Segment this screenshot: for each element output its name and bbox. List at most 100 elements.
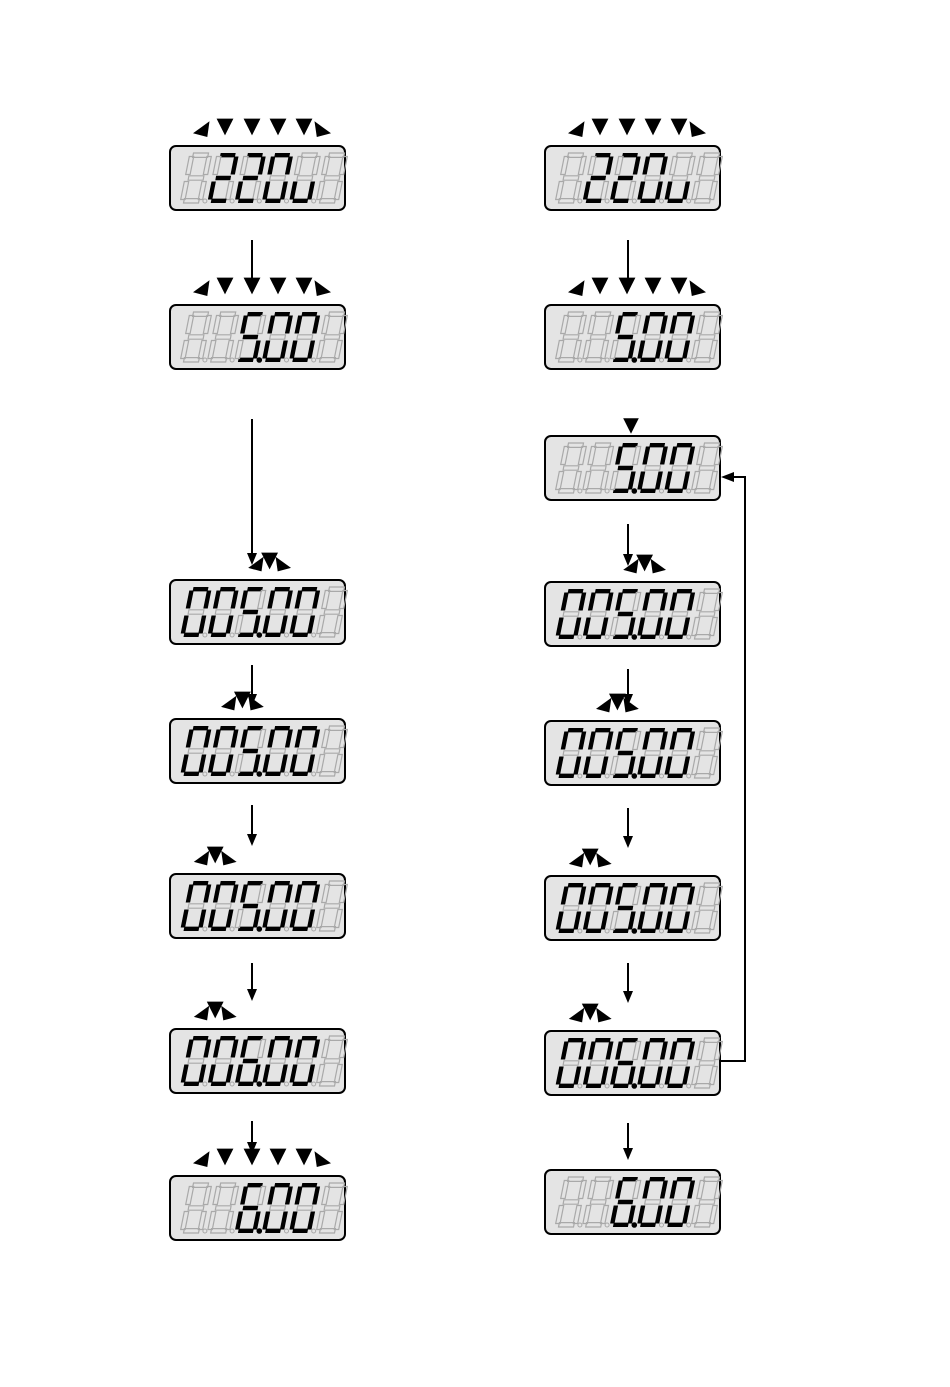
blink-indicator-triangle: [569, 1008, 584, 1023]
segment-lit: [640, 199, 656, 203]
segment-lit: [622, 1038, 638, 1042]
decimal-point-lit: [632, 1222, 638, 1228]
segment-lit: [265, 927, 281, 931]
segment-lit: [247, 312, 263, 316]
segment-lit: [265, 1082, 281, 1086]
blink-indicator-triangle: [207, 847, 224, 864]
segment-lit: [640, 1223, 656, 1227]
segment-lit: [667, 199, 683, 203]
decimal-point-lit: [257, 1228, 263, 1234]
segment-lit: [301, 1036, 317, 1040]
blink-indicator-triangle: [296, 278, 313, 295]
blink-indicator-triangle: [217, 1149, 234, 1166]
blink-indicator-triangle: [596, 698, 611, 713]
segment-lit: [586, 929, 602, 933]
segment-lit: [618, 466, 634, 470]
lcd-display-R8: [545, 1170, 722, 1234]
segment-lit: [613, 635, 629, 639]
segment-lit: [274, 1183, 290, 1187]
blink-indicator-triangle: [234, 692, 251, 709]
segment-lit: [184, 633, 200, 637]
segment-lit: [613, 199, 629, 203]
segment-lit: [184, 1082, 200, 1086]
blink-indicator-triangle: [221, 1006, 236, 1021]
segment-lit: [274, 726, 290, 730]
segment-lit: [292, 1229, 308, 1233]
blink-indicator-triangle: [690, 280, 707, 296]
decimal-point-lit: [257, 632, 263, 638]
segment-lit: [243, 176, 259, 180]
segment-lit: [301, 587, 317, 591]
segment-lit: [184, 927, 200, 931]
decimal-point-lit: [632, 1083, 638, 1089]
blink-indicator-triangle: [609, 694, 626, 711]
decimal-point-lit: [257, 357, 263, 363]
segment-lit: [676, 589, 692, 593]
segment-lit: [622, 883, 638, 887]
segment-lit: [265, 358, 281, 362]
decimal-point-lit: [257, 771, 263, 777]
blink-indicator-triangle: [276, 557, 291, 572]
flow-arrow-head: [247, 834, 257, 846]
segment-lit: [559, 929, 575, 933]
lcd-display-R2: [545, 305, 722, 369]
segment-lit: [238, 199, 254, 203]
segment-lit: [586, 774, 602, 778]
segment-lit: [622, 589, 638, 593]
segment-lit: [243, 1059, 259, 1063]
segment-lit: [184, 772, 200, 776]
segment-lit: [613, 929, 629, 933]
segment-lit: [247, 587, 263, 591]
blink-indicator-triangle: [261, 553, 278, 570]
lcd-display-R3: [545, 436, 722, 500]
decimal-point-lit: [632, 488, 638, 494]
segment-lit: [265, 633, 281, 637]
blink-indicator-triangle: [221, 696, 236, 711]
lcd-display-R7: [545, 1031, 722, 1095]
segment-lit: [649, 1177, 665, 1181]
lcd-display-R4: [545, 582, 722, 646]
segment-lit: [676, 728, 692, 732]
blink-indicator-triangle: [207, 1002, 224, 1019]
flow-arrows: [247, 240, 745, 1160]
segment-lit: [301, 881, 317, 885]
segment-lit: [247, 1183, 263, 1187]
segment-lit: [211, 1082, 227, 1086]
segment-lit: [274, 1036, 290, 1040]
blink-indicator-triangle: [296, 1149, 313, 1166]
blink-indicator-triangle: [619, 119, 636, 136]
segment-lit: [301, 1183, 317, 1187]
segment-lit: [622, 1177, 638, 1181]
decimal-point-lit: [632, 928, 638, 934]
segment-lit: [265, 772, 281, 776]
segment-lit: [292, 1082, 308, 1086]
segment-lit: [649, 589, 665, 593]
blink-indicator-triangle: [690, 121, 707, 137]
segment-lit: [640, 358, 656, 362]
blink-indicator-triangle: [619, 278, 636, 295]
blink-indicator-triangle: [217, 278, 234, 295]
segment-lit: [274, 153, 290, 157]
blink-indicator-triangle: [569, 853, 584, 868]
segment-lit: [238, 1082, 254, 1086]
segment-lit: [618, 612, 634, 616]
segment-lit: [243, 1206, 259, 1210]
segment-lit: [649, 443, 665, 447]
segment-lit: [676, 1038, 692, 1042]
blink-indicator-triangle: [623, 418, 639, 434]
segment-lit: [667, 635, 683, 639]
blink-indicator-triangle: [645, 119, 662, 136]
blink-indicator-triangle: [592, 278, 609, 295]
blink-indicator-triangle: [596, 853, 611, 868]
blink-indicator-triangle: [596, 1008, 611, 1023]
blink-indicator-triangle: [315, 1151, 332, 1167]
segment-lit: [640, 929, 656, 933]
segment-lit: [238, 1229, 254, 1233]
decimal-point-lit: [632, 773, 638, 779]
blink-indicator-triangle: [270, 1149, 287, 1166]
segment-lit: [595, 883, 611, 887]
segment-lit: [301, 726, 317, 730]
segment-lit: [568, 883, 584, 887]
loop-back-arrow-head: [721, 472, 734, 482]
segment-lit: [220, 1036, 236, 1040]
